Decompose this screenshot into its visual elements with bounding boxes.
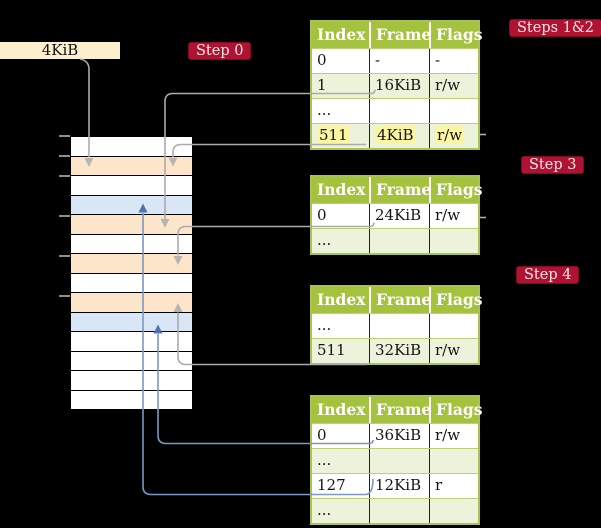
header-flags: Flags bbox=[429, 397, 483, 423]
memory-frame-row bbox=[71, 273, 192, 293]
memory-frame-row bbox=[71, 195, 192, 215]
header-flags: Flags bbox=[429, 22, 483, 48]
table-row: ... bbox=[312, 313, 478, 338]
page-table-3: Index Frame Flags ... 511 32KiB r/w bbox=[310, 285, 483, 365]
memory-boundary-tick bbox=[59, 215, 70, 217]
page-table-2: Index Frame Flags 0 24KiB r/w ... bbox=[310, 175, 483, 255]
header-index: Index bbox=[317, 290, 366, 309]
memory-boundary-tick bbox=[59, 135, 70, 137]
header-frame: Frame bbox=[369, 287, 431, 313]
header-flags: Flags bbox=[429, 287, 483, 313]
cell-index: ... bbox=[317, 231, 332, 249]
cell-flags bbox=[429, 449, 478, 473]
cell-index: ... bbox=[317, 101, 332, 119]
table-header-row: Index Frame Flags bbox=[312, 397, 483, 423]
cell-index: 1 bbox=[317, 76, 327, 94]
cell-frame bbox=[369, 99, 429, 123]
page-table-4: Index Frame Flags 0 36KiB r/w ... 127 12… bbox=[310, 395, 483, 525]
memory-boundary-tick bbox=[59, 295, 70, 297]
table-header-row: Index Frame Flags bbox=[312, 177, 483, 203]
cell-flags bbox=[429, 499, 478, 523]
page-table-1: Index Frame Flags 0 - - 1 16KiB r/w ... … bbox=[310, 20, 483, 150]
cell-index: ... bbox=[317, 451, 332, 469]
cell-frame: 16KiB bbox=[369, 74, 429, 98]
memory-boundary-tick bbox=[59, 155, 70, 157]
memory-frame-row bbox=[71, 293, 192, 313]
table-row: 127 12KiB r bbox=[312, 473, 478, 498]
memory-boundary-tick bbox=[59, 175, 70, 177]
cell-frame bbox=[369, 314, 429, 338]
cell-frame: 12KiB bbox=[369, 474, 429, 498]
cell-flags: r/w bbox=[429, 74, 478, 98]
cell-frame: 4KiB bbox=[369, 124, 429, 148]
memory-frame-row bbox=[71, 215, 192, 235]
cell-index: 127 bbox=[317, 476, 346, 494]
table-header-row: Index Frame Flags bbox=[312, 22, 483, 48]
cell-index: 511 bbox=[317, 341, 346, 359]
physical-memory-stack bbox=[70, 136, 193, 410]
cell-index: 0 bbox=[317, 206, 327, 224]
table-row: ... bbox=[312, 448, 478, 473]
cell-index: ... bbox=[317, 501, 332, 519]
memory-frame-row bbox=[71, 234, 192, 254]
cell-flags: r bbox=[429, 474, 478, 498]
table-row: 0 - - bbox=[312, 48, 478, 73]
header-frame: Frame bbox=[369, 177, 431, 203]
cell-flags bbox=[429, 229, 478, 253]
table-row: ... bbox=[312, 98, 478, 123]
header-flags: Flags bbox=[429, 177, 483, 203]
table-row-highlighted: 511 4KiB r/w bbox=[312, 123, 478, 148]
cell-flags bbox=[429, 314, 478, 338]
header-frame: Frame bbox=[369, 397, 431, 423]
cell-frame: 24KiB bbox=[369, 204, 429, 228]
table-row: ... bbox=[312, 228, 478, 253]
memory-frame-row bbox=[71, 156, 192, 176]
memory-frame-row bbox=[71, 332, 192, 352]
step-0-label: Step 0 bbox=[188, 42, 252, 60]
memory-frame-row bbox=[71, 351, 192, 371]
memory-frame-row bbox=[71, 137, 192, 157]
step-4-label: Step 4 bbox=[516, 266, 580, 284]
table-row: 511 32KiB r/w bbox=[312, 338, 478, 363]
header-frame: Frame bbox=[369, 22, 431, 48]
memory-frame-row bbox=[71, 390, 192, 409]
header-index: Index bbox=[317, 180, 366, 199]
table-row: 0 24KiB r/w bbox=[312, 203, 478, 228]
memory-boundary-tick bbox=[59, 255, 70, 257]
cell-frame: 32KiB bbox=[369, 339, 429, 363]
cell-flags: r/w bbox=[429, 424, 478, 448]
cr3-frame-chip: 4KiB bbox=[0, 42, 120, 59]
cell-flags: r/w bbox=[429, 124, 478, 148]
steps-1-and-2-label: Steps 1&2 bbox=[509, 19, 601, 37]
memory-frame-row bbox=[71, 254, 192, 274]
table-row: 0 36KiB r/w bbox=[312, 423, 478, 448]
memory-frame-row bbox=[71, 371, 192, 391]
header-index: Index bbox=[317, 400, 366, 419]
memory-frame-row bbox=[71, 176, 192, 196]
cell-frame: - bbox=[369, 49, 429, 73]
cell-flags: r/w bbox=[429, 204, 478, 228]
cell-flags bbox=[429, 99, 478, 123]
header-index: Index bbox=[317, 25, 366, 44]
cell-frame: 36KiB bbox=[369, 424, 429, 448]
memory-frame-row bbox=[71, 312, 192, 332]
cell-frame bbox=[369, 499, 429, 523]
step-3-label: Step 3 bbox=[521, 156, 585, 174]
cell-flags: r/w bbox=[429, 339, 478, 363]
cell-index: 0 bbox=[317, 426, 327, 444]
cell-flags: - bbox=[429, 49, 478, 73]
table-row: 1 16KiB r/w bbox=[312, 73, 478, 98]
cell-frame bbox=[369, 229, 429, 253]
cell-index: ... bbox=[317, 316, 332, 334]
table-row: ... bbox=[312, 498, 478, 523]
cell-index: 0 bbox=[317, 51, 327, 69]
cell-frame bbox=[369, 449, 429, 473]
cell-index: 511 bbox=[317, 126, 350, 144]
table-header-row: Index Frame Flags bbox=[312, 287, 483, 313]
